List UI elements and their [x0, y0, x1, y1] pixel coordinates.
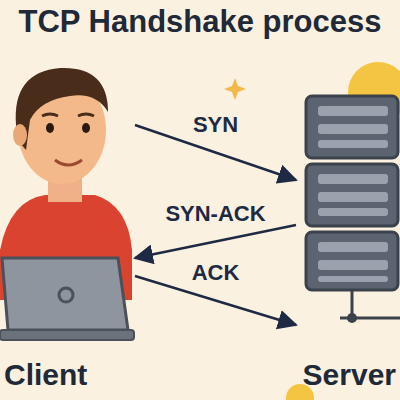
message-label: ACK — [188, 260, 244, 286]
message-label: SYN-ACK — [161, 201, 269, 227]
node-label: Client — [4, 358, 87, 392]
message-label: SYN — [189, 112, 242, 138]
server-rack — [306, 62, 400, 323]
sparkle — [224, 78, 246, 100]
node-label: Server — [303, 358, 396, 392]
laptop — [0, 258, 134, 340]
handshake-arrow — [135, 225, 296, 258]
diagram-title: TCP Handshake process — [0, 4, 400, 40]
server-node: Server — [296, 60, 396, 396]
client-node: Client — [4, 60, 135, 396]
